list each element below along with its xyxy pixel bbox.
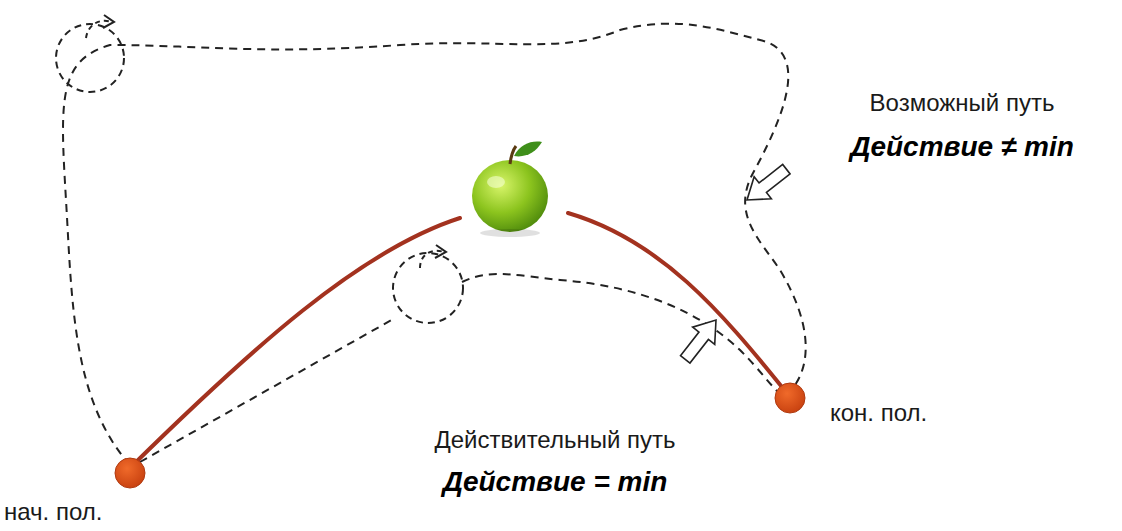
action-label: Действие = min — [443, 466, 668, 498]
end-point — [775, 383, 805, 413]
variation-circle — [393, 253, 463, 323]
actual-path — [568, 213, 786, 392]
possible-path — [462, 274, 782, 396]
path-label: Действительный путь — [434, 426, 675, 454]
rotation-arrowhead — [435, 245, 446, 258]
action-label: Действие ≠ min — [850, 131, 1074, 163]
variation-circle — [56, 24, 124, 92]
point-label: кон. пол. — [830, 399, 927, 427]
start-point — [115, 458, 145, 488]
rotation-arrow — [86, 21, 112, 38]
actual-path — [132, 218, 460, 466]
rotation-arrow — [420, 251, 444, 268]
pointer-arrow — [674, 311, 727, 368]
apple — [472, 142, 548, 237]
point-label: нач. пол. — [4, 498, 102, 526]
rotation-arrowhead — [103, 15, 114, 28]
possible-path — [63, 24, 806, 465]
path-label: Возможный путь — [870, 89, 1055, 117]
pointer-arrow — [738, 158, 795, 211]
